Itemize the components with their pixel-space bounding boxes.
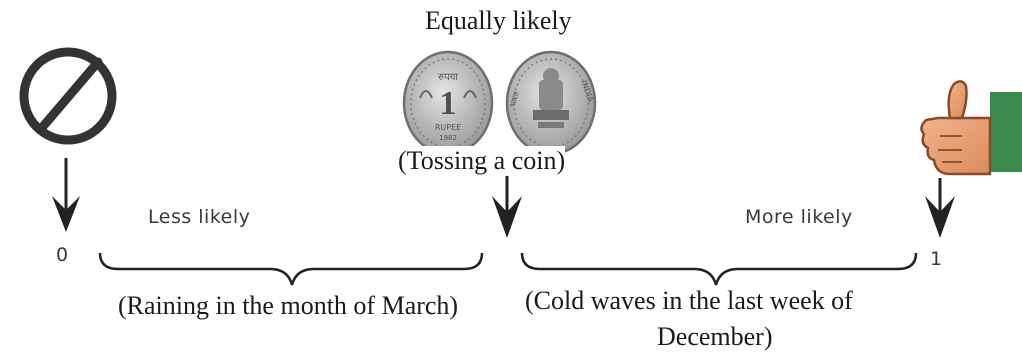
svg-text:1982: 1982: [439, 134, 457, 142]
arrow-half: [492, 168, 522, 238]
prohibited-sign-icon: [19, 47, 117, 145]
tick-one-label: 1: [930, 248, 943, 270]
coin-tails-icon: INDIA भारत: [505, 50, 597, 156]
equally-likely-label: Equally likely: [425, 6, 572, 35]
right-example-line1: (Cold waves in the last week of: [525, 286, 853, 315]
thumbs-up-icon: [920, 80, 1022, 176]
right-example-line2: December): [657, 322, 773, 351]
coin-heads-icon: रुपया 1 RUPEE 1982: [402, 50, 494, 156]
svg-text:RUPEE: RUPEE: [435, 123, 461, 132]
svg-text:रुपया: रुपया: [438, 72, 458, 83]
brace-right: [520, 252, 918, 286]
svg-text:1: 1: [440, 85, 457, 122]
less-likely-label: Less likely: [148, 206, 251, 228]
brace-left: [98, 252, 484, 286]
tick-zero-label: 0: [56, 244, 69, 266]
tossing-coin-caption: (Tossing a coin): [398, 146, 566, 176]
arrow-zero: [52, 158, 80, 232]
left-example-text: (Raining in the month of March): [118, 291, 459, 320]
arrow-one: [925, 178, 955, 238]
svg-text:भारत: भारत: [508, 90, 521, 108]
more-likely-label: More likely: [745, 206, 853, 228]
